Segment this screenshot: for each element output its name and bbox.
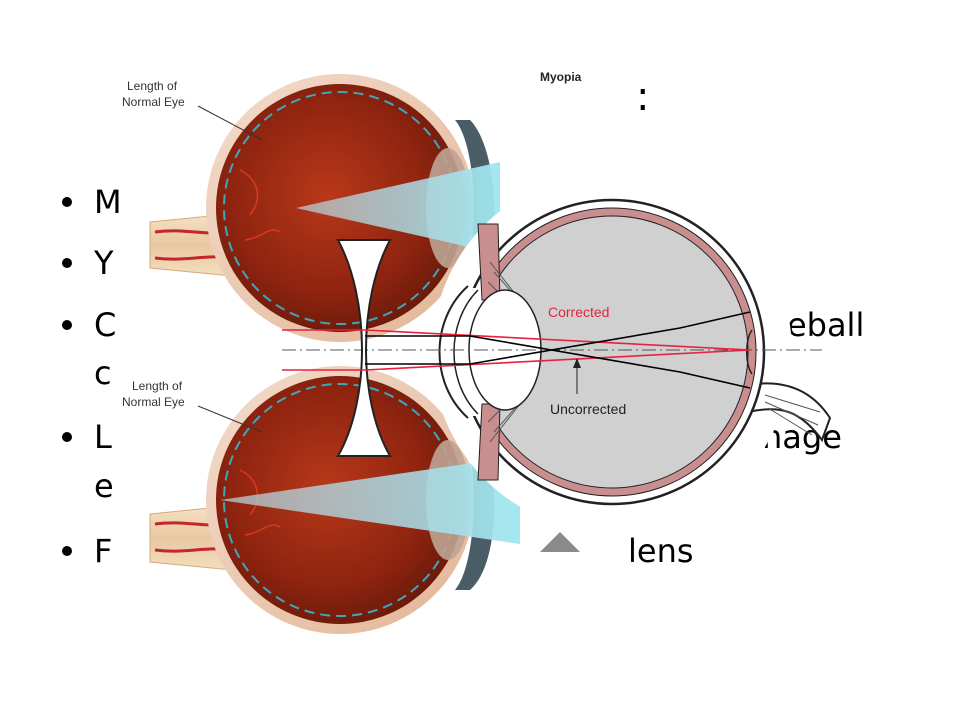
bottom-label-leader [197, 405, 263, 433]
correction-diagram: Corrected Uncorrected [282, 172, 832, 532]
bullet-4-initial: L [94, 418, 112, 456]
bullet-3-line2: c [94, 354, 112, 392]
slide-title-fragment: : [636, 74, 650, 120]
uncorrected-arrow-icon [573, 358, 581, 368]
bottom-eye-cross-section [149, 366, 580, 634]
bullet-dot-4 [62, 432, 72, 442]
bullet-dot-1 [62, 197, 72, 207]
bullet-3-initial: C [94, 306, 117, 344]
top-length-label-1: Length of [127, 79, 178, 93]
bottom-length-label-2: Normal Eye [122, 395, 185, 409]
bullet-5-initial: F [94, 532, 113, 570]
concave-lens [336, 239, 392, 457]
bottom-length-label-1: Length of [132, 379, 183, 393]
top-eye-cross-section [149, 74, 500, 342]
bullet-2-initial: Y [94, 244, 114, 282]
bullet-dot-3 [62, 320, 72, 330]
corrected-label: Corrected [548, 304, 609, 320]
top-length-label-2: Normal Eye [122, 95, 185, 109]
bullet-1-initial: M [94, 183, 122, 221]
bullet-dot-5 [62, 546, 72, 556]
uncorrected-label: Uncorrected [550, 401, 626, 417]
focus-marker-icon [540, 532, 580, 552]
bullet-dot-2 [62, 258, 72, 268]
top-label-leader [197, 105, 263, 141]
myopia-title: Myopia [540, 70, 582, 84]
bullet-4-line2: e [94, 467, 114, 505]
bullet-5-tail: lens [628, 532, 694, 570]
